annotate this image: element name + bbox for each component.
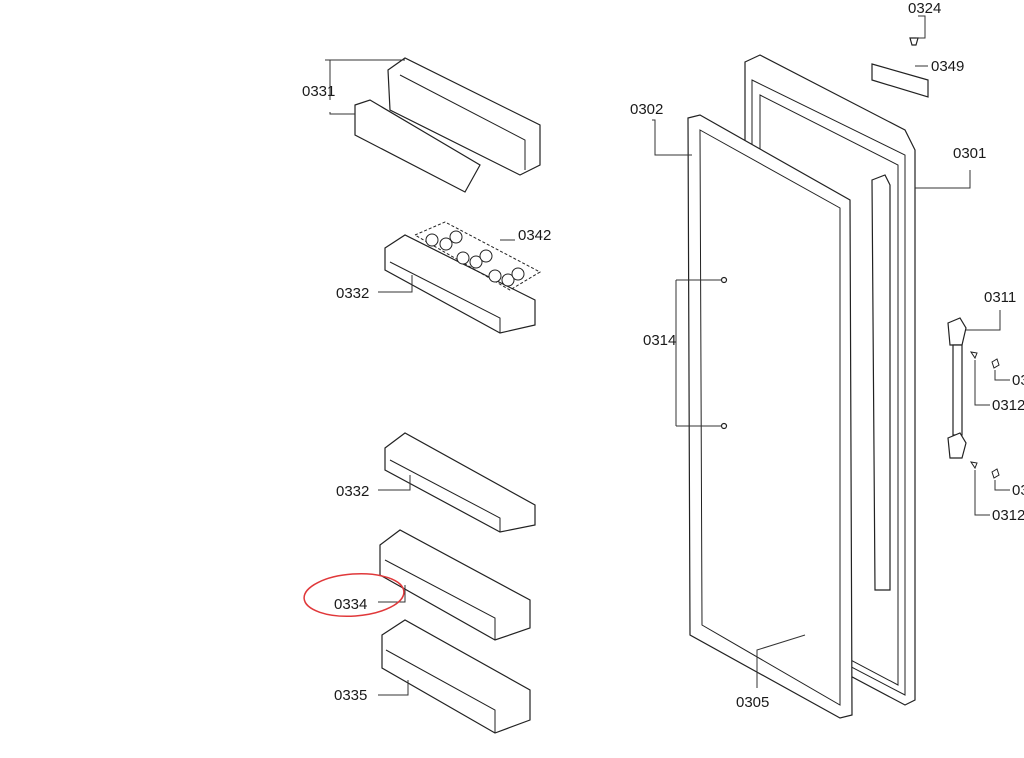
label-03-bottom: 03 (1012, 482, 1024, 499)
shelf-0331 (354, 57, 541, 193)
clip-parts (969, 351, 1000, 479)
screw-icon (720, 276, 728, 284)
label-0312-bottom: 0312 (992, 507, 1024, 524)
shelf-0332-egg (384, 221, 542, 334)
highlight-circle (303, 573, 405, 617)
label-0332-bottom: 0332 (336, 483, 369, 500)
label-0342: 0342 (518, 227, 551, 244)
gasket-0302 (687, 114, 853, 719)
screw-0324 (909, 37, 919, 46)
screw-icon (720, 422, 728, 430)
label-03-top: 03 (1012, 372, 1024, 389)
label-0324: 0324 (908, 0, 941, 17)
label-0335: 0335 (334, 687, 367, 704)
label-0301: 0301 (953, 145, 986, 162)
shelf-0335 (381, 619, 531, 734)
label-0305: 0305 (736, 694, 769, 711)
shelf-0332 (384, 432, 536, 533)
label-0349: 0349 (931, 58, 964, 75)
label-0302: 0302 (630, 101, 663, 118)
label-0334: 0334 (334, 596, 367, 613)
leader-lines (325, 15, 1010, 696)
label-0314: 0314 (643, 332, 676, 349)
label-0311: 0311 (984, 289, 1016, 306)
label-0331: 0331 (302, 83, 335, 100)
label-0312-top: 0312 (992, 397, 1024, 414)
label-0332-top: 0332 (336, 285, 369, 302)
plate-0349 (871, 63, 929, 98)
handle-0311 (947, 317, 967, 459)
